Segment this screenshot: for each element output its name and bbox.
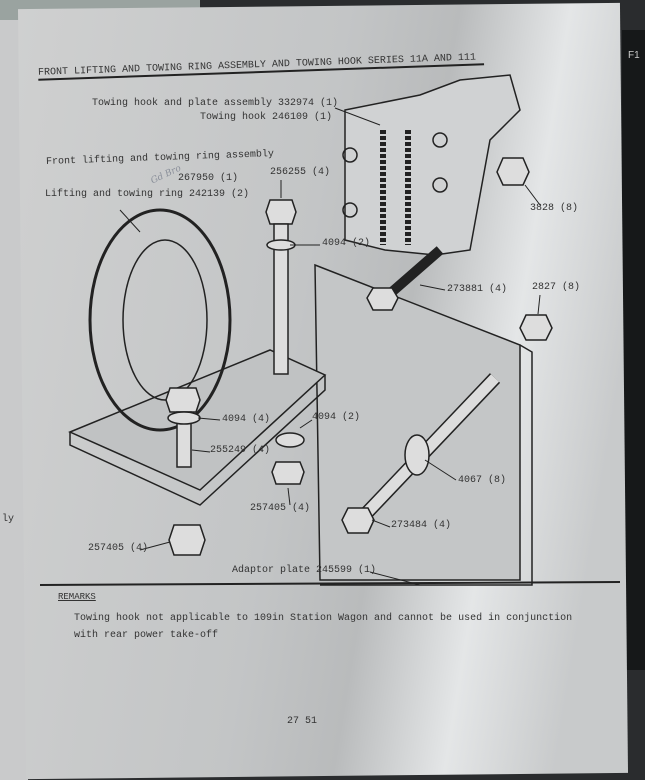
label-257405-b: 257405 (4) bbox=[88, 543, 149, 554]
section-divider bbox=[39, 581, 621, 586]
label-273484: 273484 (4) bbox=[391, 520, 452, 531]
remarks-text: Towing hook not applicable to 109in Stat… bbox=[74, 613, 573, 641]
label-257405-a: 257405 (4) bbox=[250, 503, 311, 514]
label-adaptor-plate: Adaptor plate 245599 (1) bbox=[232, 565, 377, 576]
left-page-fragment: ly bbox=[2, 514, 15, 525]
keyboard-key-label: F1 bbox=[628, 50, 640, 61]
bolt bbox=[265, 199, 297, 225]
label-towing-hook: Towing hook 246109 (1) bbox=[200, 112, 333, 123]
adaptor-plate bbox=[314, 263, 521, 581]
label-4094-a: 4094 (2) bbox=[322, 238, 371, 249]
label-front-ring-assembly-part: 267950 (1) bbox=[178, 173, 239, 184]
towing-hook bbox=[344, 74, 521, 256]
nut bbox=[496, 157, 530, 186]
towing-ring bbox=[88, 208, 232, 432]
label-256255: 256255 (4) bbox=[270, 167, 331, 178]
keyboard-edge bbox=[622, 30, 645, 670]
label-4094-b: 4094 (4) bbox=[222, 414, 271, 425]
label-towing-hook-plate: Towing hook and plate assembly 332974 (1… bbox=[92, 98, 339, 109]
label-lifting-ring: Lifting and towing ring 242139 (2) bbox=[45, 189, 250, 200]
nut bbox=[519, 314, 553, 341]
label-4094-c: 4094 (2) bbox=[312, 412, 361, 423]
page-number: 27 51 bbox=[287, 716, 318, 727]
label-255249: 255249 (4) bbox=[210, 445, 271, 456]
nut bbox=[168, 524, 206, 556]
bolt bbox=[165, 387, 201, 413]
label-4067: 4067 (8) bbox=[458, 475, 507, 486]
label-273881: 273881 (4) bbox=[447, 284, 508, 295]
label-3828: 3828 (8) bbox=[530, 203, 579, 214]
label-2827: 2827 (8) bbox=[532, 282, 581, 293]
remarks-heading: REMARKS bbox=[58, 592, 96, 602]
